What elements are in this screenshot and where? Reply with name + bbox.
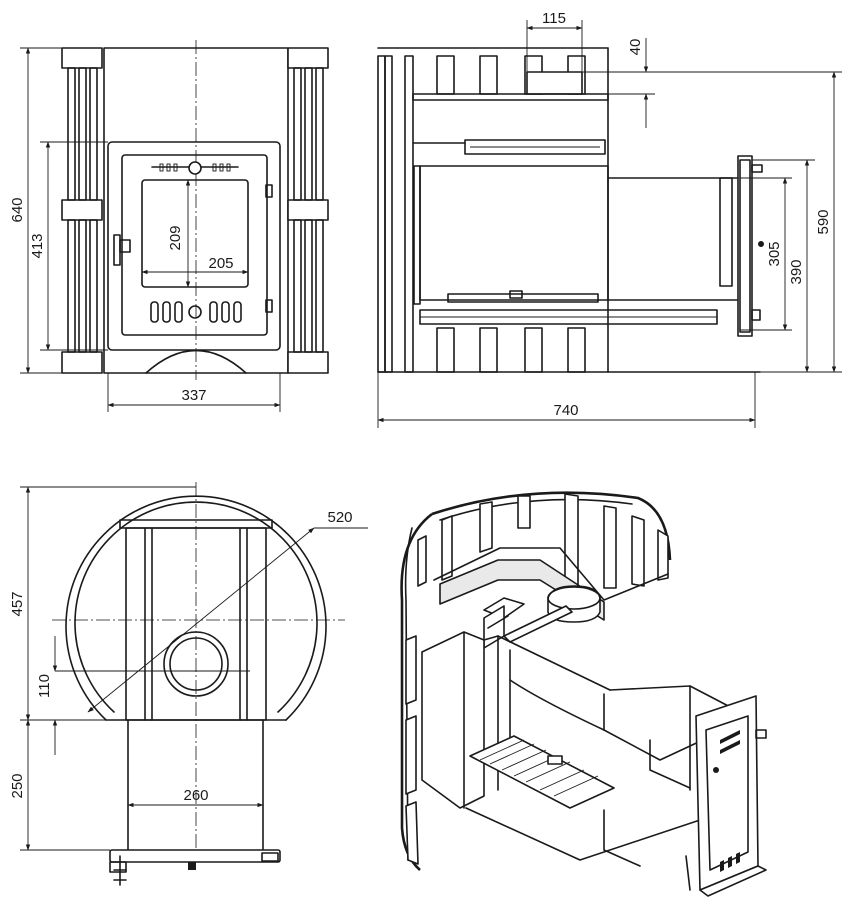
dim-front-width: 337 [181, 387, 206, 404]
dim-flue-offset: 40 [627, 39, 644, 56]
dim-top-diameter: 520 [327, 509, 352, 526]
dim-side-tunnel-height: 390 [788, 259, 805, 284]
dim-front-door-height: 413 [29, 233, 46, 258]
cylinder-slats [405, 493, 669, 865]
side-bottom-slats [436, 327, 586, 373]
dim-flue-center-offset: 110 [36, 674, 53, 698]
door-slots [713, 730, 740, 872]
dim-flue-width: 115 [542, 10, 566, 27]
isometric-cutaway [400, 491, 767, 897]
door-top-slots [159, 163, 231, 172]
dim-tunnel-length: 250 [9, 773, 26, 798]
dim-glass-width: 205 [208, 255, 233, 272]
front-view: 640 413 209 205 337 [9, 40, 329, 412]
dim-tunnel-width: 260 [183, 787, 208, 804]
dim-top-depth: 457 [9, 591, 26, 616]
ash-door-vents [150, 301, 242, 323]
dim-side-door-height: 305 [766, 241, 783, 266]
dim-side-total-length: 740 [553, 402, 578, 419]
grate-bars [469, 735, 615, 809]
dim-front-total-height: 640 [9, 197, 26, 222]
dim-side-total-height: 590 [815, 209, 832, 234]
side-view: 115 40 590 305 390 740 [377, 10, 842, 428]
dim-glass-height: 209 [167, 225, 184, 250]
front-right-bars [287, 47, 329, 374]
top-view: 520 457 110 250 260 [9, 482, 368, 886]
front-left-bars [61, 47, 103, 374]
